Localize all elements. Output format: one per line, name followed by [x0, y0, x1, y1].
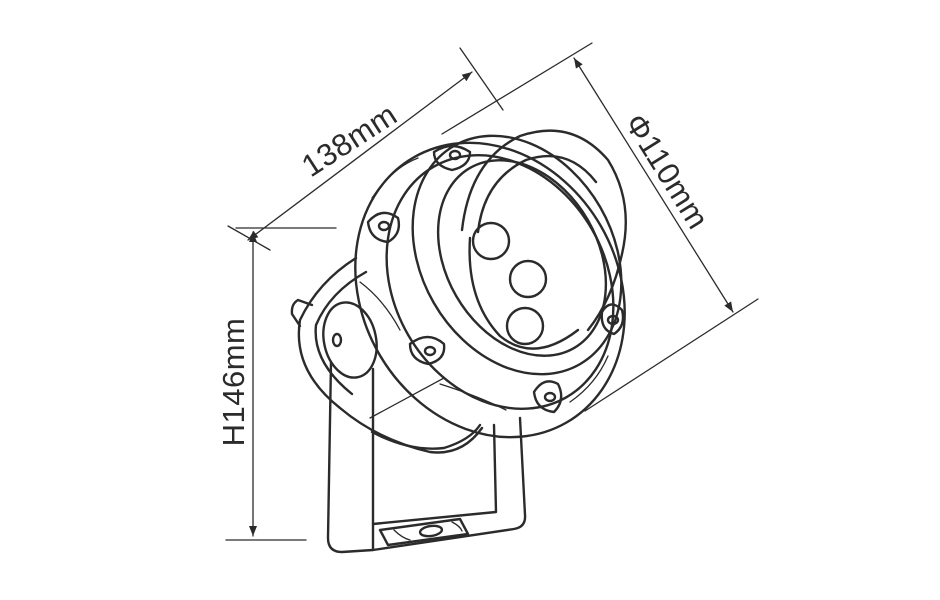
bracket-slot-right — [451, 521, 463, 532]
led-2 — [508, 259, 548, 299]
led-3 — [505, 306, 545, 346]
bracket-right-arm — [371, 423, 498, 526]
fin-scallop-3 — [439, 383, 507, 411]
bracket-right-arm-outer — [371, 416, 527, 552]
glare-shield-inner-edge — [476, 154, 598, 234]
bolt-lug-left-lower — [408, 335, 446, 366]
bracket-left-arm — [326, 360, 375, 554]
rear-housing-rim — [370, 423, 482, 450]
rear-housing-inner — [314, 270, 368, 396]
glare-shield-visor — [460, 129, 627, 332]
lamp-body-outer-ring — [354, 141, 626, 439]
fin-scallop-1 — [371, 157, 419, 199]
bolt-lug-bottom — [532, 380, 563, 414]
bracket-clamp-tab — [290, 298, 314, 328]
bracket-mount-hole — [418, 524, 444, 538]
rear-rib — [369, 377, 445, 419]
fin-scallop-4 — [569, 355, 609, 403]
length-extension-line-right — [459, 47, 504, 111]
diameter-extension-line-top — [441, 42, 593, 135]
height-dimension: H146mm — [216, 227, 337, 541]
mounting-bracket — [290, 298, 527, 554]
diameter-extension-line-bottom — [584, 298, 759, 412]
height-label: H146mm — [216, 318, 251, 447]
diameter-label: Φ110mm — [618, 108, 716, 236]
pivot-knob-hole — [331, 332, 343, 348]
bracket-base-plate — [378, 517, 470, 547]
diameter-dimension-line — [573, 57, 734, 313]
front-bezel-inner — [436, 159, 608, 357]
length-label: 138mm — [295, 97, 403, 184]
bolt-lug-left-upper — [366, 211, 401, 244]
length-dimension-line — [247, 71, 473, 241]
length-extension-line-left — [227, 225, 271, 251]
bracket-slot-left — [393, 529, 411, 541]
diameter-dimension: Φ110mm — [441, 42, 759, 412]
rear-housing — [297, 256, 484, 454]
lens-rim — [468, 236, 580, 350]
led-1 — [471, 221, 511, 261]
pivot-knob — [322, 301, 378, 379]
fin-scallop-2 — [359, 281, 401, 331]
front-lens-assembly — [411, 129, 627, 376]
rear-housing-outline — [297, 256, 484, 454]
front-bezel-outer — [411, 134, 623, 376]
